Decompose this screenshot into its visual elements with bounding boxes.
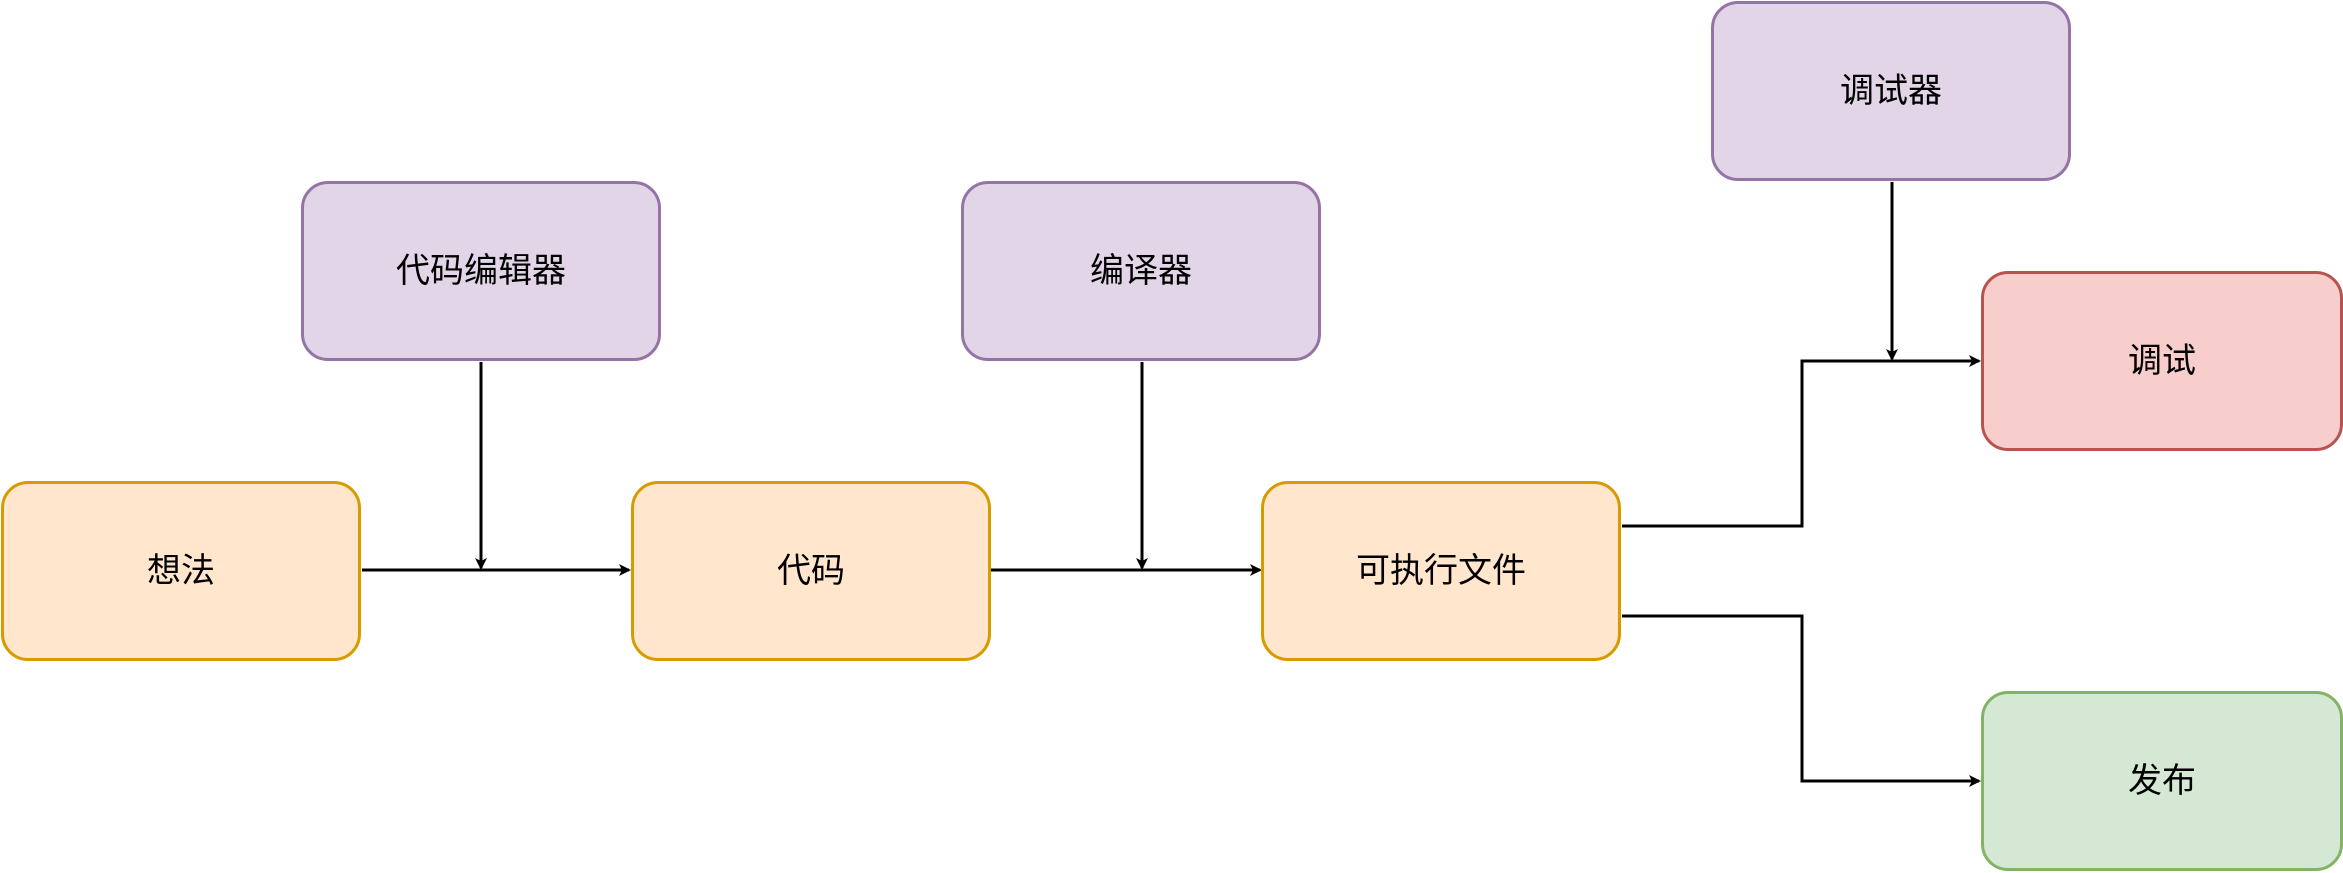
node-release: 发布 (1981, 691, 2343, 871)
node-code-label: 代码 (777, 551, 845, 591)
node-executable-label: 可执行文件 (1356, 551, 1526, 591)
node-debug: 调试 (1981, 271, 2343, 451)
edge-executable-to-release (1622, 614, 1981, 787)
node-code: 代码 (631, 481, 991, 661)
node-idea-label: 想法 (147, 551, 215, 591)
node-code-editor: 代码编辑器 (301, 181, 661, 361)
node-code-editor-label: 代码编辑器 (396, 251, 566, 291)
node-idea: 想法 (1, 481, 361, 661)
node-debug-label: 调试 (2128, 341, 2196, 381)
node-release-label: 发布 (2128, 761, 2196, 801)
node-executable: 可执行文件 (1261, 481, 1621, 661)
node-debugger: 调试器 (1711, 1, 2071, 181)
edge-executable-to-debug (1622, 355, 1981, 528)
node-compiler-label: 编译器 (1090, 251, 1192, 291)
node-compiler: 编译器 (961, 181, 1321, 361)
node-debugger-label: 调试器 (1840, 71, 1942, 111)
